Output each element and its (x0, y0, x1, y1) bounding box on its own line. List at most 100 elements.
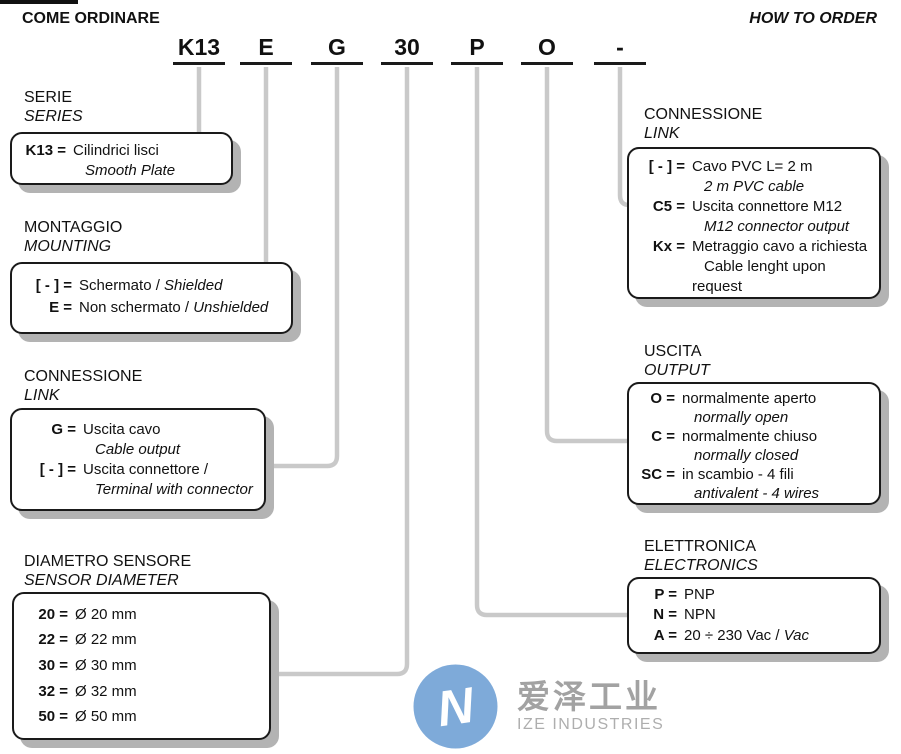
ize-logo-icon: N (413, 664, 498, 749)
page-title-italian: COME ORDINARE (22, 10, 160, 27)
entry-code: G = (51, 421, 76, 438)
uscita-entry-no: O = normalmente aperto normally open (635, 389, 873, 427)
entry-code: A = (653, 626, 677, 644)
montaggio-heading: MONTAGGIO MOUNTING (24, 218, 122, 256)
montaggio-entry-shielded: [ - ] = Schermato / Shielded (20, 276, 283, 296)
code-part-link: G (311, 33, 363, 65)
serie-entry: K13 = Cilindrici lisci Smooth Plate (20, 141, 223, 181)
montaggio-entry-text-en: Unshielded (193, 299, 269, 316)
ize-logo-glyph: N (434, 677, 478, 738)
connessione-right-box: [ - ] = Cavo PVC L= 2 m 2 m PVC cable C5… (627, 147, 881, 299)
uscita-entry-nc: C = normalmente chiuso normally closed (635, 427, 873, 465)
entry-code: O = (650, 390, 675, 407)
montaggio-box: [ - ] = Schermato / Shielded E = Non sch… (10, 262, 293, 334)
elettronica-entry-pnp: P = PNP (637, 585, 871, 605)
entry-line1: Uscita connettore M12 (692, 198, 843, 215)
entry-line2: normally open (694, 409, 789, 426)
uscita-entry-sc: SC = in scambio - 4 fili antivalent - 4 … (635, 465, 873, 503)
montaggio-entry-text-en: Shielded (164, 277, 223, 294)
serie-entry-line1: Cilindrici lisci (73, 142, 159, 159)
entry-code: N = (653, 606, 677, 624)
elettronica-heading-it: ELETTRONICA (644, 538, 757, 555)
ize-watermark-chinese: 爱泽工业 (517, 677, 661, 715)
montaggio-entry-code: [ - ] = (35, 277, 72, 294)
montaggio-entry-unshielded: E = Non schermato / Unshielded (20, 298, 283, 318)
code-part-diameter: 30 (381, 33, 433, 65)
entry-code: Kx = (652, 238, 685, 255)
diametro-heading-it: DIAMETRO SENSORE (24, 553, 192, 570)
entry-line2: antivalent - 4 wires (694, 485, 820, 502)
diametro-entry-30: 30 = Ø 30 mm (26, 656, 257, 676)
entry-code: 20 = (38, 605, 68, 623)
entry-code: 50 = (38, 708, 68, 726)
serie-entry-line2: Smooth Plate (85, 162, 176, 179)
connessione-right-heading-en: LINK (644, 125, 680, 142)
entry-text: PNP (684, 586, 715, 604)
entry-line1: in scambio - 4 fili (682, 466, 794, 483)
entry-code: P = (654, 586, 677, 604)
code-part-series: K13 (173, 33, 225, 65)
diametro-heading: DIAMETRO SENSORE SENSOR DIAMETER (24, 552, 191, 590)
entry-code: C = (651, 428, 675, 445)
uscita-box: O = normalmente aperto normally open C =… (627, 382, 881, 505)
entry-line2: Cable lenght upon request (692, 258, 826, 295)
ize-watermark-english: IZE INDUSTRIES (517, 715, 665, 733)
code-part-electronics: P (451, 33, 503, 65)
connessione-right-entry-kx: Kx = Metraggio cavo a richiesta Cable le… (637, 237, 871, 297)
entry-line1: Uscita connettore / (83, 461, 209, 478)
diametro-box: 20 = Ø 20 mm 22 = Ø 22 mm 30 = Ø 30 mm 3… (12, 592, 271, 740)
serie-heading-it: SERIE (24, 89, 73, 106)
entry-line1: Cavo PVC L= 2 m (692, 158, 813, 175)
connessione-right-entry-m12: C5 = Uscita connettore M12 M12 connector… (637, 197, 871, 237)
entry-text: NPN (684, 606, 716, 624)
entry-text: Ø 32 mm (75, 682, 137, 700)
connessione-left-heading-en: LINK (24, 387, 60, 404)
entry-text: 20 ÷ 230 Vac / (684, 626, 784, 644)
connessione-left-entry-connector: [ - ] = Uscita connettore / Terminal wit… (20, 460, 256, 500)
entry-code: C5 = (652, 198, 685, 215)
entry-line1: Uscita cavo (83, 421, 161, 438)
entry-code: 22 = (38, 631, 68, 649)
entry-line2: 2 m PVC cable (704, 178, 805, 195)
connessione-left-heading-it: CONNESSIONE (24, 368, 143, 385)
entry-text: Ø 30 mm (75, 656, 137, 674)
montaggio-entry-text: Non schermato / (79, 299, 194, 316)
page-title-english: HOW TO ORDER (749, 10, 877, 27)
elettronica-entry-npn: N = NPN (637, 605, 871, 625)
diametro-entry-22: 22 = Ø 22 mm (26, 630, 257, 650)
page-edge-mark (0, 0, 78, 4)
entry-code: 32 = (38, 682, 68, 700)
uscita-heading: USCITA OUTPUT (644, 342, 710, 380)
code-part-mounting: E (240, 33, 292, 65)
diametro-entry-50: 50 = Ø 50 mm (26, 707, 257, 727)
entry-line2: Terminal with connector (95, 481, 253, 498)
uscita-heading-en: OUTPUT (644, 362, 710, 379)
uscita-heading-it: USCITA (644, 343, 702, 360)
connessione-left-heading: CONNESSIONE LINK (24, 367, 142, 405)
connessione-left-box: G = Uscita cavo Cable output [ - ] = Usc… (10, 408, 266, 511)
connector-line-o (544, 67, 633, 444)
entry-text: Ø 50 mm (75, 708, 137, 726)
serie-heading-en: SERIES (24, 108, 83, 125)
montaggio-heading-en: MOUNTING (24, 238, 112, 255)
connessione-right-entry-pvc: [ - ] = Cavo PVC L= 2 m 2 m PVC cable (637, 157, 871, 197)
entry-line1: normalmente aperto (682, 390, 817, 407)
entry-line2: Cable output (95, 441, 181, 458)
serie-box: K13 = Cilindrici lisci Smooth Plate (10, 132, 233, 185)
diametro-heading-en: SENSOR DIAMETER (24, 572, 179, 589)
connector-line-g (262, 67, 340, 469)
entry-code: SC = (641, 466, 675, 483)
montaggio-entry-text: Schermato / (79, 277, 165, 294)
elettronica-entry-vac: A = 20 ÷ 230 Vac / Vac (637, 626, 871, 646)
diametro-entry-32: 32 = Ø 32 mm (26, 682, 257, 702)
entry-line1: Metraggio cavo a richiesta (692, 238, 868, 255)
entry-line1: normalmente chiuso (682, 428, 818, 445)
serie-entry-code: K13 = (25, 142, 66, 159)
ize-watermark: N 爱泽工业 IZE INDUSTRIES (412, 663, 664, 750)
entry-code: 30 = (38, 656, 68, 674)
connector-line-30 (266, 67, 410, 677)
entry-code: [ - ] = (648, 158, 685, 175)
connector-line-p (474, 67, 633, 618)
entry-text: Ø 22 mm (75, 631, 137, 649)
